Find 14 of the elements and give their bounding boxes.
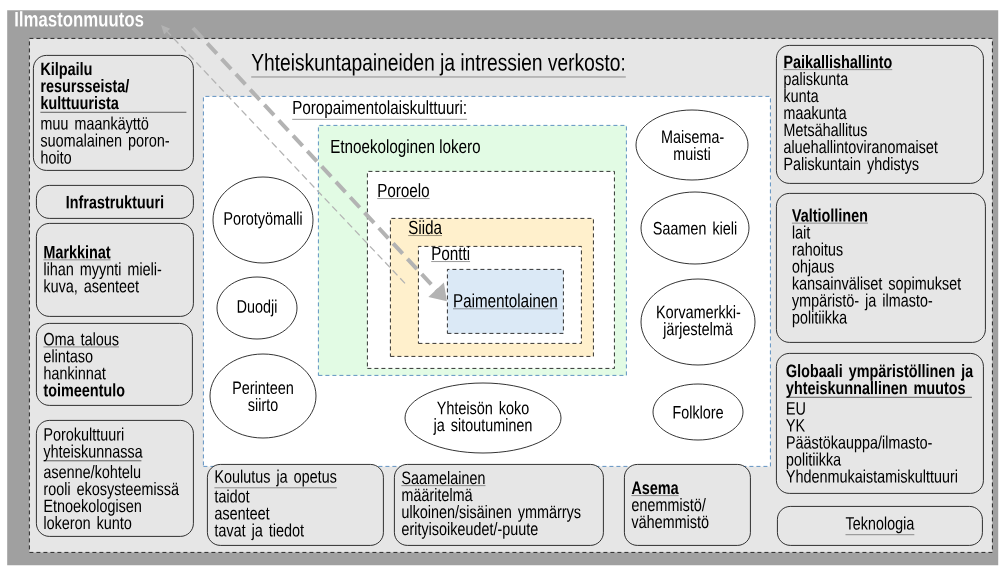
rounded-box: Saamelainen määritelmä ulkoinen/sisäinen ymmärrys erityisoikeudet/-puute xyxy=(394,464,604,546)
rounded-box: Oma talous elintaso hankinnat toimeentulo xyxy=(36,323,193,406)
rounded-box: Infrastruktuuri xyxy=(36,185,194,219)
arrow xyxy=(161,25,406,285)
rounded-box: Markkinat lihan myynti mieli-kuva, asenteet xyxy=(36,223,194,317)
rounded-box: Porokulttuuri yhteiskunnassa asenne/kohtelu rooli ekosysteemissä Etnoekologisen lokeron kunto xyxy=(36,420,194,537)
rounded-box: Kilpailu resursseista/ kulttuurista muu maankäyttö suomalainen poron-hoito xyxy=(33,55,194,171)
rounded-box: Valtiollinen lait rahoitus ohjaus kansainväliset sopimukset ympäristö- ja ilmasto-politiikka xyxy=(776,193,986,343)
rounded-box: Globaali ympäristöllinen ja yhteiskunnallinen muutos EU YK Päästökauppa/ilmasto-politiikka Yhdenmukaistamiskulttuuri xyxy=(776,353,984,494)
rounded-box: Paikallishallinto paliskunta kunta maakunta Metsähallitus aluehallintoviranomaiset Paliskuntain yhdistys xyxy=(776,45,984,184)
rounded-box: Asema enemmistö/ vähemmistö xyxy=(624,464,751,546)
rounded-box: Koulutus ja opetus taidot asenteet tavat ja tiedot xyxy=(207,464,384,546)
rounded-box: Teknologia xyxy=(777,506,983,546)
dashed-box: Paimentolainen xyxy=(447,269,564,334)
